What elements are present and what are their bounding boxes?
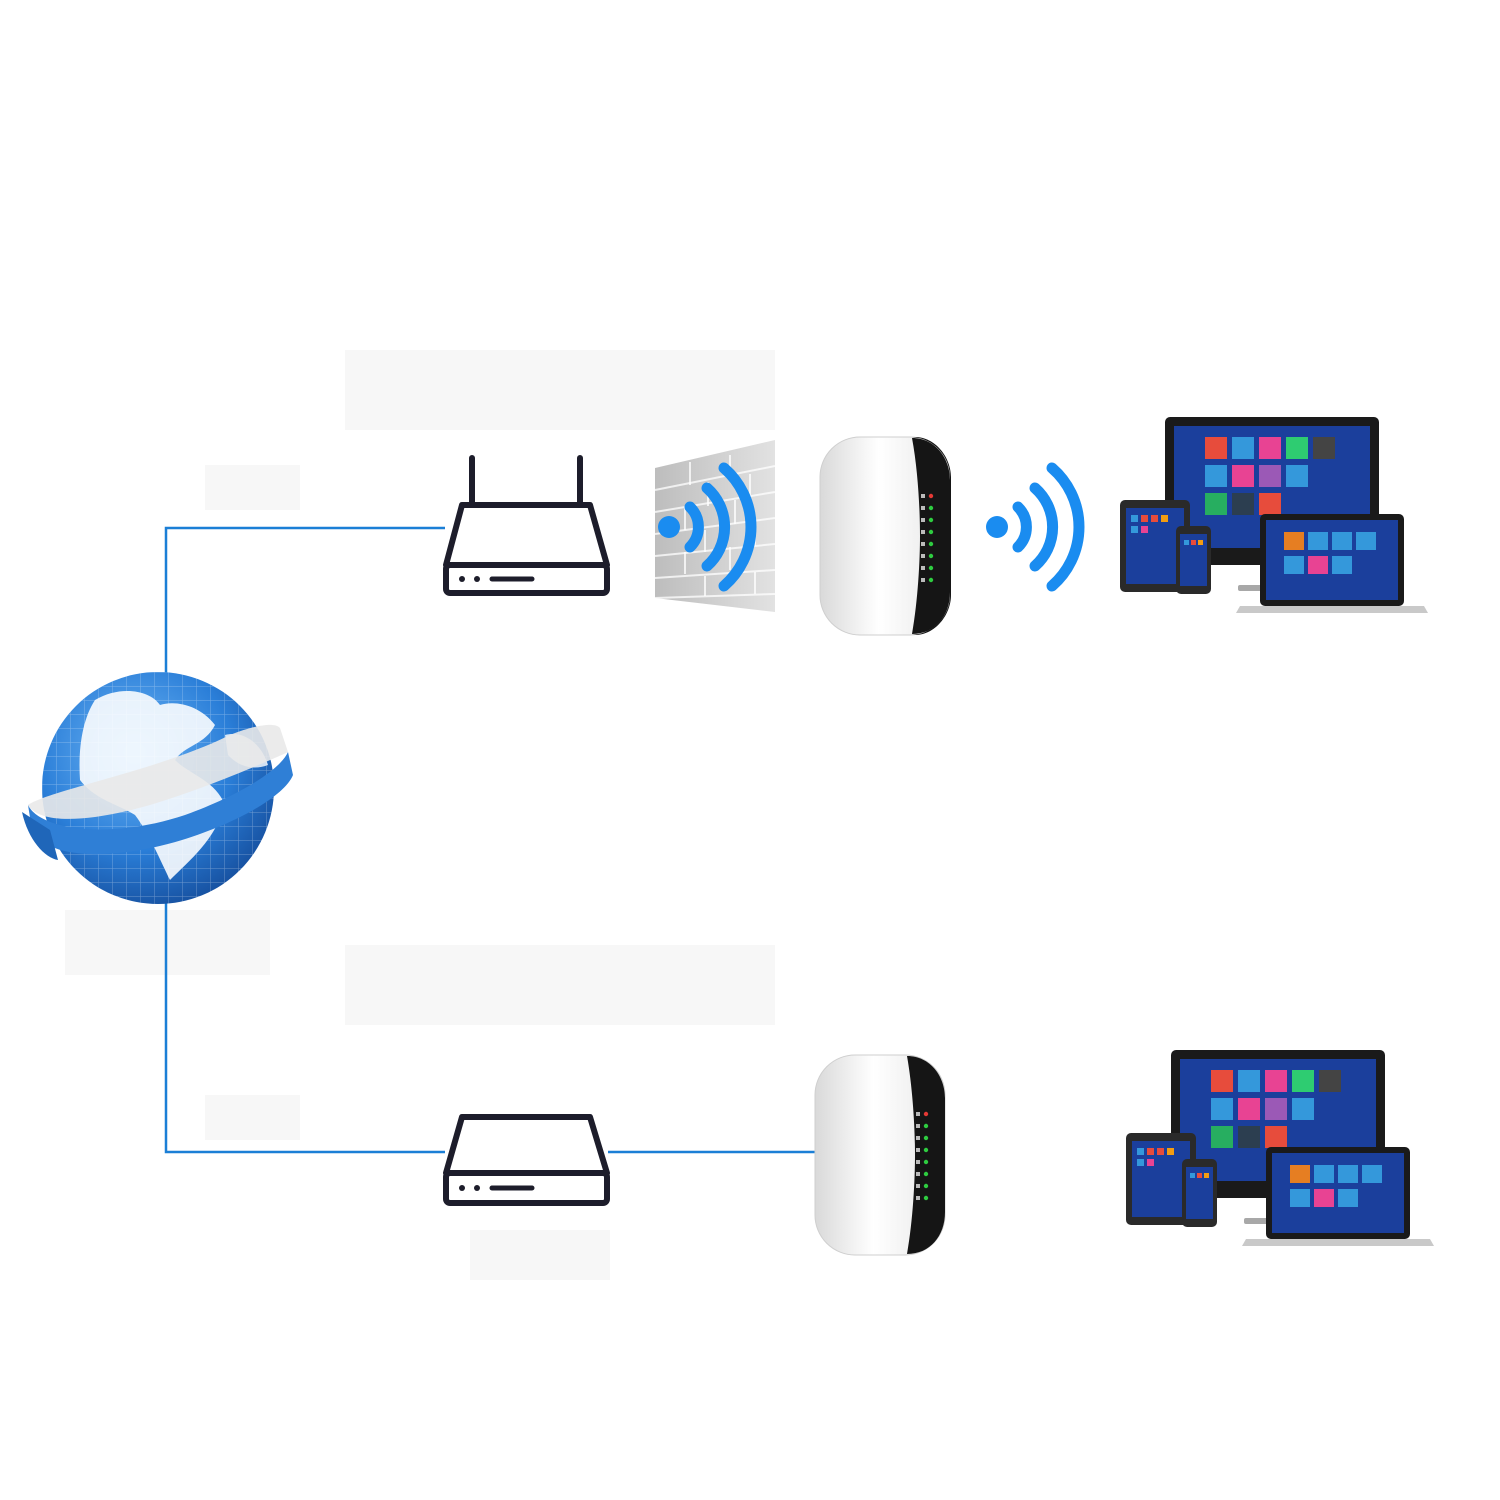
label-placeholder <box>205 1095 300 1140</box>
label-placeholder <box>345 350 775 430</box>
cable-links <box>164 526 815 1154</box>
monitor-laptop-tablet-phone-icon <box>1120 417 1428 613</box>
wifi-extender-icon <box>814 1054 946 1256</box>
label-placeholder <box>345 945 775 1025</box>
app-tiles <box>1211 1070 1341 1148</box>
cable-internet-to-modem <box>164 900 445 1154</box>
label-placeholder <box>65 910 270 975</box>
status-leds <box>921 493 934 583</box>
router-with-antennas-icon <box>443 455 610 596</box>
wifi-extender-icon <box>819 436 951 636</box>
app-tiles <box>1205 437 1335 515</box>
globe-icon <box>22 672 293 904</box>
monitor-laptop-tablet-phone-icon <box>1126 1050 1434 1246</box>
status-leds <box>916 1111 929 1201</box>
label-placeholder <box>205 465 300 510</box>
cable-internet-to-router <box>164 526 445 675</box>
wifi-signal-icon <box>986 462 1085 592</box>
modem-icon <box>443 1114 610 1206</box>
label-placeholder <box>470 1230 610 1280</box>
wifi-signal-icon <box>658 462 757 592</box>
